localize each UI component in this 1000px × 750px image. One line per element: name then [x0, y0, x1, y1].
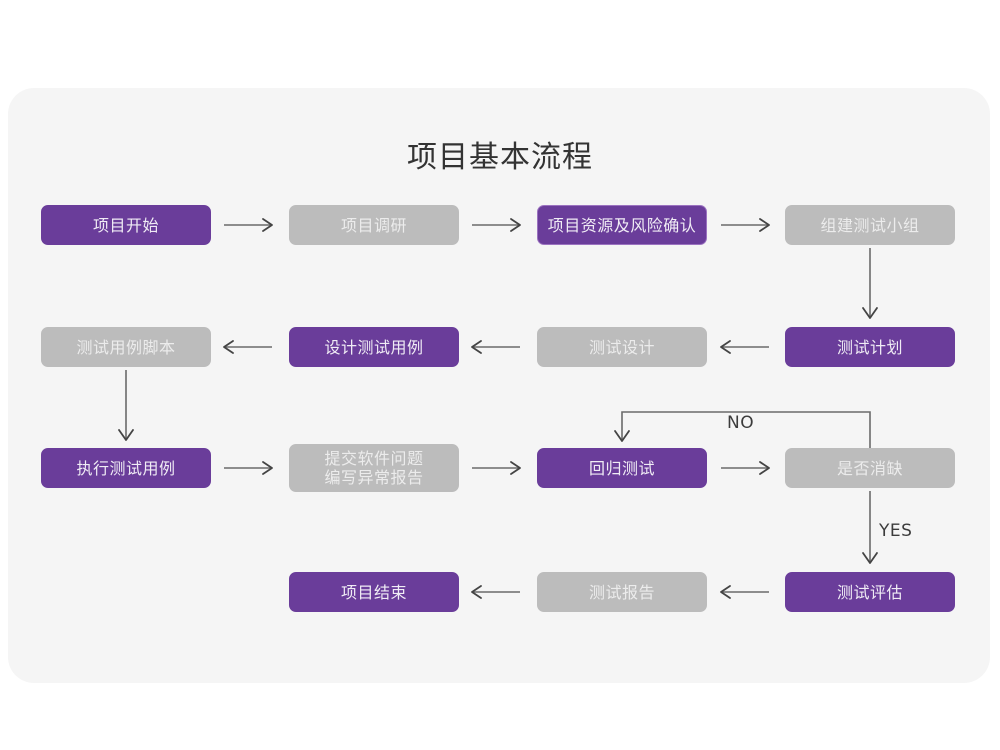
- node-project-end[interactable]: 项目结束: [289, 572, 459, 612]
- page-title: 项目基本流程: [407, 140, 593, 175]
- node-test-report[interactable]: 测试报告: [537, 572, 707, 612]
- node-regression-test[interactable]: 回归测试: [537, 448, 707, 488]
- node-project-start[interactable]: 项目开始: [41, 205, 211, 245]
- edge-label-no: NO: [727, 413, 755, 433]
- node-defect-cleared[interactable]: 是否消缺: [785, 448, 955, 488]
- node-resource-risk-confirm[interactable]: 项目资源及风险确认: [537, 205, 707, 245]
- node-submit-issue-report[interactable]: 提交软件问题 编写异常报告: [289, 444, 459, 492]
- node-project-research[interactable]: 项目调研: [289, 205, 459, 245]
- node-build-test-team[interactable]: 组建测试小组: [785, 205, 955, 245]
- node-design-test-case[interactable]: 设计测试用例: [289, 327, 459, 367]
- node-test-case-script[interactable]: 测试用例脚本: [41, 327, 211, 367]
- node-test-plan[interactable]: 测试计划: [785, 327, 955, 367]
- node-test-design[interactable]: 测试设计: [537, 327, 707, 367]
- node-test-evaluation[interactable]: 测试评估: [785, 572, 955, 612]
- edge-label-yes: YES: [879, 521, 913, 541]
- node-execute-test-case[interactable]: 执行测试用例: [41, 448, 211, 488]
